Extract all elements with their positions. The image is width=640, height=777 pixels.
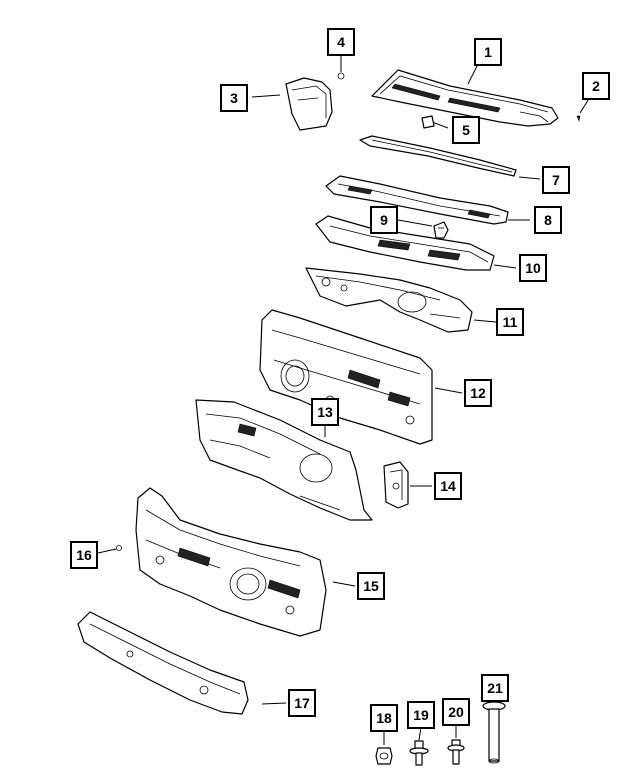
- callout-8: 8: [534, 206, 562, 234]
- clip-part-5: [421, 115, 435, 129]
- callout-14: 14: [434, 472, 462, 500]
- insulator-part-13: [195, 399, 373, 521]
- callout-12: 12: [464, 379, 492, 407]
- callout-11: 11: [496, 308, 524, 336]
- callout-15: 15: [357, 572, 385, 600]
- callout-13: 13: [311, 398, 339, 426]
- lower-cross-member-part-17: [77, 611, 249, 715]
- callout-18: 18: [370, 704, 398, 732]
- bolt-part-19: [409, 740, 429, 766]
- dash-panel-part-12: [259, 309, 433, 445]
- callout-16: 16: [70, 541, 98, 569]
- callout-19: 19: [407, 701, 435, 729]
- dash-assembly-part-15: [135, 487, 327, 637]
- callout-17: 17: [288, 689, 316, 717]
- bracket-part-3: [285, 77, 333, 131]
- callout-20: 20: [442, 698, 470, 726]
- bolt-part-20: [447, 739, 465, 765]
- callout-1: 1: [474, 38, 502, 66]
- callout-4: 4: [327, 28, 355, 56]
- plenum-part-10: [315, 215, 495, 271]
- bolt-part-21: [482, 701, 506, 764]
- callout-2: 2: [582, 72, 610, 100]
- clip-part-2: [576, 115, 581, 123]
- nut-part-16: [116, 545, 122, 551]
- nut-part-18: [375, 747, 393, 765]
- dash-upper-part-11: [305, 267, 473, 333]
- bracket-part-14: [383, 461, 409, 509]
- bracket-part-9: [433, 221, 449, 239]
- nut-part-4: [337, 72, 345, 80]
- callout-5: 5: [452, 116, 480, 144]
- cross-member-part-7: [359, 135, 517, 177]
- callout-9: 9: [370, 206, 398, 234]
- cowl-top-panel: [371, 69, 559, 127]
- callout-21: 21: [481, 674, 509, 702]
- callout-3: 3: [220, 84, 248, 112]
- callout-10: 10: [519, 254, 547, 282]
- plenum-part-8: [325, 175, 509, 225]
- callout-7: 7: [542, 166, 570, 194]
